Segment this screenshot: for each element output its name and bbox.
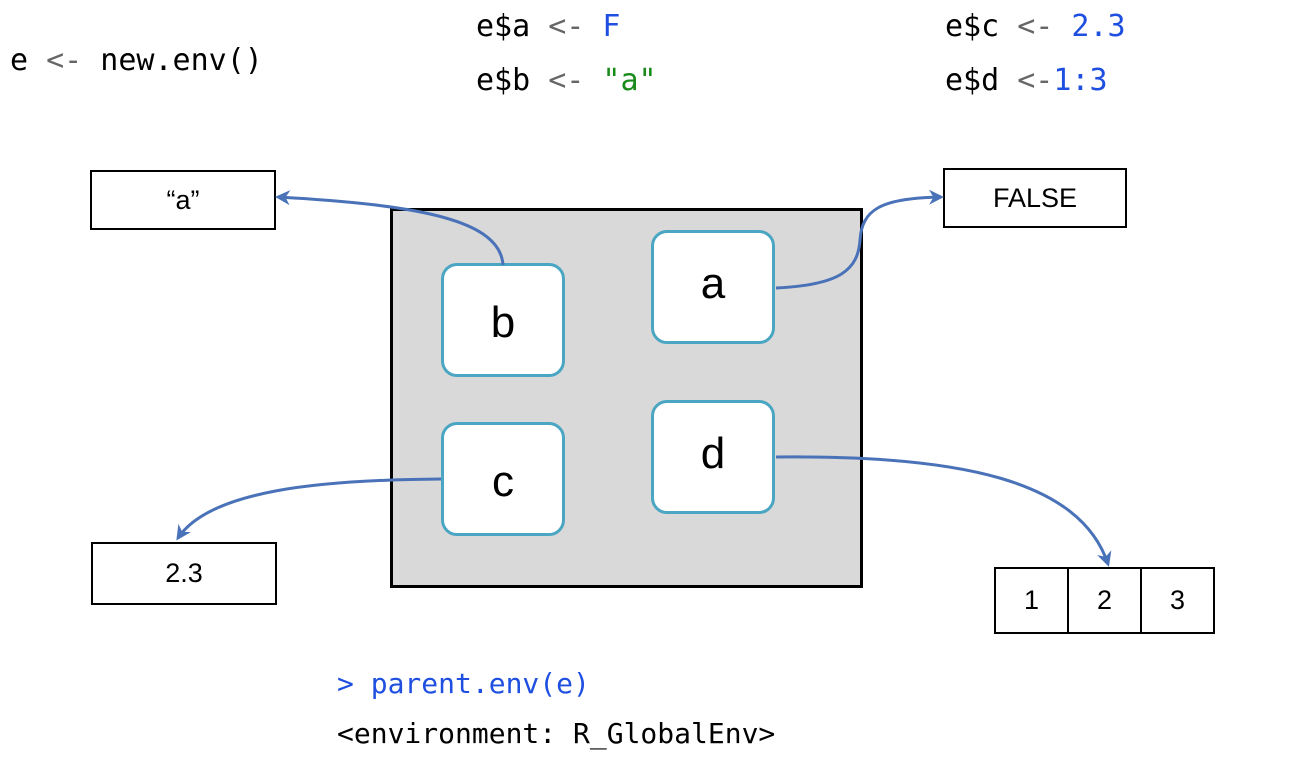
code-assign-c: e$c <- 2.3 [945,12,1126,42]
arrow-c-to-number [176,477,442,541]
code-rhs: 2.3 [1053,9,1126,44]
value-box-2-3: 2.3 [91,542,277,605]
code-lhs: e$b [476,63,549,98]
value-box-string-a: “a” [90,170,276,230]
arrow-d-to-vector [775,455,1112,567]
code-lhs: e$c [945,9,1018,44]
value-box-false: FALSE [943,168,1127,228]
code-assign-b: e$b <- "a" [476,66,657,96]
arrow-a-to-false [775,189,944,290]
vector-cell: 2 [1067,569,1140,632]
code-rhs: "a" [584,63,657,98]
code-op: <- [46,43,83,78]
code-lhs: e [10,43,47,78]
code-rhs: new.env() [82,43,263,78]
arrow-b-to-string [275,190,505,266]
code-new-env: e <- new.env() [10,46,263,76]
vector-box: 1 2 3 [994,567,1215,634]
code-assign-d: e$d <-1:3 [945,66,1108,96]
vector-cell: 3 [1140,569,1213,632]
code-op: <- [548,9,585,44]
code-assign-a: e$a <- F [476,12,621,42]
code-op: <- [1017,9,1054,44]
code-rhs: F [584,9,621,44]
code-op: <- [1017,63,1054,98]
vector-cell: 1 [1023,585,1040,615]
code-rhs: 1:3 [1053,63,1108,98]
var-box-b: b [441,263,565,377]
code-lhs: e$a [476,9,549,44]
console-output: <environment: R_GlobalEnv> [337,717,776,750]
var-box-d: d [651,400,775,514]
code-lhs: e$d [945,63,1018,98]
var-box-c: c [441,422,565,536]
var-box-a: a [651,230,775,344]
code-op: <- [548,63,585,98]
console-prompt: > parent.env(e) [337,667,590,700]
